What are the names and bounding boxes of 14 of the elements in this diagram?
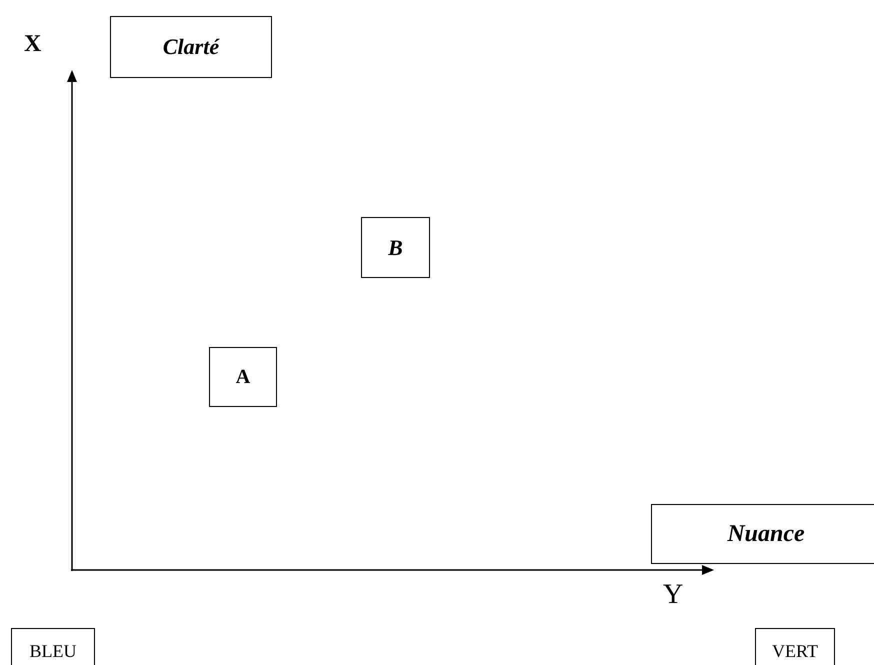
title-box bbox=[110, 16, 272, 78]
axis-title-box bbox=[651, 504, 874, 564]
node-label: Clarté bbox=[162, 34, 220, 60]
node-label: VERT bbox=[772, 641, 818, 662]
axis-label: Y bbox=[663, 581, 684, 609]
point-box bbox=[361, 217, 430, 278]
node-label: B bbox=[388, 234, 403, 260]
color-box bbox=[755, 628, 835, 665]
axis-label: X bbox=[24, 32, 42, 56]
node-label: A bbox=[236, 366, 250, 388]
point-box bbox=[209, 347, 277, 407]
node-label: Nuance bbox=[727, 520, 805, 548]
node-label: BLEU bbox=[30, 641, 76, 662]
color-box bbox=[11, 628, 95, 665]
